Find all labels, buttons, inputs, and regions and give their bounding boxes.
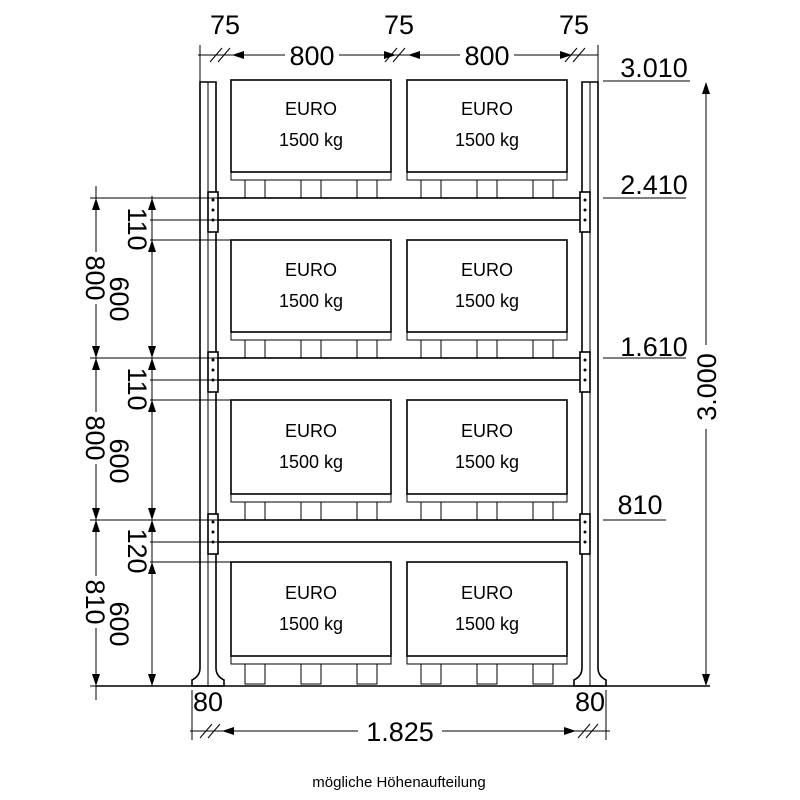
beam-level-3 (207, 191, 591, 233)
dim-gap-left: 75 (210, 10, 240, 40)
connector-bolts (211, 198, 587, 544)
level-height-1: 810 (617, 490, 662, 520)
level-height-3: 2.410 (620, 170, 688, 200)
pallet-r1-right: EURO 1500 kg (406, 79, 568, 199)
caption: mögliche Höhenaufteilung (312, 774, 485, 791)
pallet-type-label: EURO (285, 99, 337, 119)
level-height-2: 1.610 (620, 332, 688, 362)
pallet-type-label: EURO (461, 421, 513, 441)
dim-pitch-3: 800 (80, 255, 110, 300)
pallet-load-label: 1500 kg (455, 614, 519, 634)
total-height-dimension (692, 82, 720, 686)
dim-beam-height-2: 110 (122, 367, 152, 410)
pallet-load-label: 1500 kg (279, 130, 343, 150)
pallet-load-label: 1500 kg (279, 452, 343, 472)
level-height-top: 3.010 (620, 53, 688, 83)
bottom-dimension-line (190, 690, 610, 744)
pallet-r2-left: EURO 1500 kg (230, 239, 392, 359)
pallet-load-label: 1500 kg (455, 452, 519, 472)
beam-level-1 (207, 513, 591, 555)
dim-beam-height-1: 120 (122, 528, 152, 573)
pallet-type-label: EURO (461, 583, 513, 603)
dim-pallet-width-right: 800 (464, 41, 509, 71)
pallet-r3-right: EURO 1500 kg (406, 399, 568, 521)
pallet-r1-left: EURO 1500 kg (230, 79, 392, 199)
beam-level-2 (207, 351, 591, 393)
pallet-r3-left: EURO 1500 kg (230, 399, 392, 521)
dim-upright-left: 80 (193, 687, 223, 717)
pallet-load-label: 1500 kg (455, 130, 519, 150)
pallet-load-label: 1500 kg (455, 291, 519, 311)
dim-pitch-2: 800 (80, 415, 110, 460)
dim-upright-right: 80 (575, 687, 605, 717)
pallet-r2-right: EURO 1500 kg (406, 239, 568, 359)
dim-beam-height-3: 110 (122, 207, 152, 250)
pallet-load-label: 1500 kg (279, 614, 343, 634)
dim-clearance-2: 600 (104, 438, 134, 483)
pallet-type-label: EURO (461, 260, 513, 280)
dim-pallet-width-left: 800 (289, 41, 334, 71)
pallet-type-label: EURO (461, 99, 513, 119)
pallet-r4-left: EURO 1500 kg (230, 561, 392, 685)
level-leader-lines (603, 80, 690, 521)
dim-gap-middle: 75 (384, 10, 414, 40)
pallet-type-label: EURO (285, 260, 337, 280)
dim-gap-right: 75 (559, 10, 589, 40)
pallet-load-label: 1500 kg (279, 291, 343, 311)
pallet-type-label: EURO (285, 421, 337, 441)
dim-total-width: 1.825 (366, 717, 434, 747)
dim-total-height: 3.000 (692, 353, 722, 421)
pallet-type-label: EURO (285, 583, 337, 603)
dim-clearance-3: 600 (104, 276, 134, 321)
top-dimension-line (198, 45, 599, 82)
dim-pitch-1: 810 (80, 579, 110, 624)
dim-clearance-1: 600 (104, 601, 134, 646)
pallet-r4-right: EURO 1500 kg (406, 561, 568, 685)
left-dimension-lines (84, 186, 262, 700)
